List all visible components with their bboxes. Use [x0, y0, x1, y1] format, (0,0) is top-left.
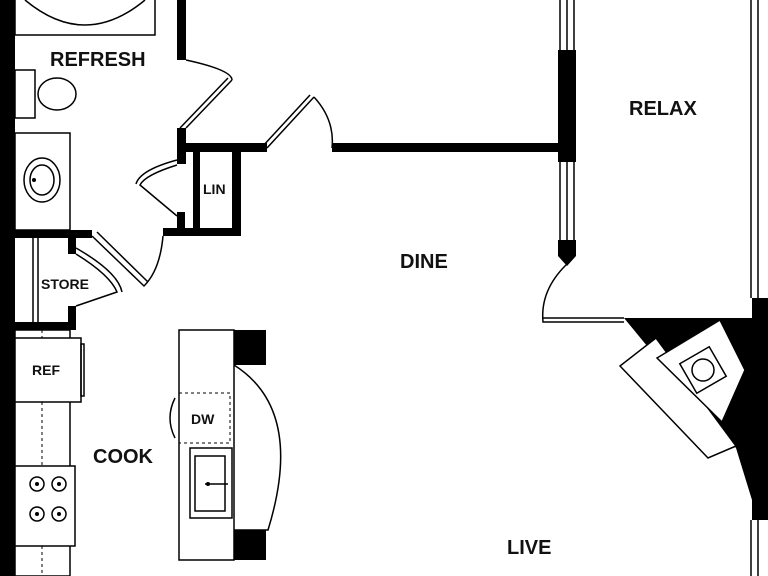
- fireplace-grate-inner: [691, 358, 715, 382]
- toilet-tank: [14, 69, 36, 119]
- kitchen-island: [178, 329, 235, 561]
- wall-store-right: [68, 236, 76, 254]
- door-dine: [261, 94, 334, 149]
- stove: [14, 465, 76, 547]
- burner-2-center: [57, 482, 61, 486]
- wall-relax-left-stub: [558, 152, 576, 162]
- vanity-faucet: [32, 178, 36, 182]
- fireplace-firebox: [655, 318, 746, 424]
- room-label-store: STORE: [41, 276, 89, 292]
- room-label-ref: REF: [32, 362, 60, 378]
- room-label-relax: RELAX: [629, 98, 697, 120]
- window-right-lower: [750, 520, 759, 576]
- wall-bath-right-upper: [177, 0, 186, 60]
- room-label-cook: COOK: [93, 446, 154, 468]
- door-relax: [541, 263, 624, 323]
- room-label-lin: LIN: [203, 181, 226, 197]
- wall-linen-stub: [177, 212, 185, 232]
- wall-relax-left-upper: [558, 50, 576, 152]
- burner-3-center: [35, 512, 39, 516]
- island-column-top: [234, 330, 266, 365]
- vanity-sink-inner: [29, 164, 55, 196]
- window-right-upper: [750, 0, 759, 298]
- wall-left-exterior: [0, 0, 15, 576]
- wall-store-inner: [32, 238, 39, 322]
- door-store: [75, 247, 123, 307]
- room-label-live: LIVE: [507, 537, 551, 559]
- door-linen: [135, 159, 178, 217]
- window-relax-mid: [559, 162, 575, 240]
- wall-linen-bottom: [163, 228, 241, 236]
- door-bath-lower: [91, 231, 164, 288]
- door-bathroom: [185, 59, 233, 129]
- wall-store-right-lower: [68, 306, 76, 330]
- island-column-bottom: [234, 530, 266, 560]
- room-label-dine: DINE: [400, 251, 448, 273]
- bathtub-basin: [24, 0, 146, 26]
- dishwasher: [178, 392, 231, 444]
- wall-bath-dine: [177, 143, 267, 152]
- wall-linen-right: [232, 150, 241, 236]
- fireplace-hearth: [618, 336, 738, 459]
- burner-1-center: [35, 482, 39, 486]
- bathtub: [14, 0, 156, 36]
- island-sink-drain: [206, 482, 210, 486]
- wall-linen-left: [193, 150, 200, 230]
- fireplace-grate: [678, 345, 728, 395]
- wall-relax-left-end: [558, 240, 576, 266]
- door-bathroom-panel: [179, 77, 229, 129]
- refrigerator-handle: [80, 343, 85, 397]
- island-bar: [233, 364, 282, 531]
- refrigerator: [14, 337, 82, 403]
- wall-right-exterior: [752, 298, 768, 520]
- wall-bedroom-bottom: [332, 143, 564, 152]
- toilet-bowl: [37, 77, 77, 111]
- room-label-dw: DW: [191, 411, 215, 427]
- dishwasher-door: [169, 397, 176, 439]
- wall-bath-bottom: [0, 230, 92, 238]
- window-relax-top: [559, 0, 575, 50]
- room-label-refresh: REFRESH: [50, 49, 146, 71]
- wall-store-bottom: [0, 322, 76, 330]
- burner-4-center: [57, 512, 61, 516]
